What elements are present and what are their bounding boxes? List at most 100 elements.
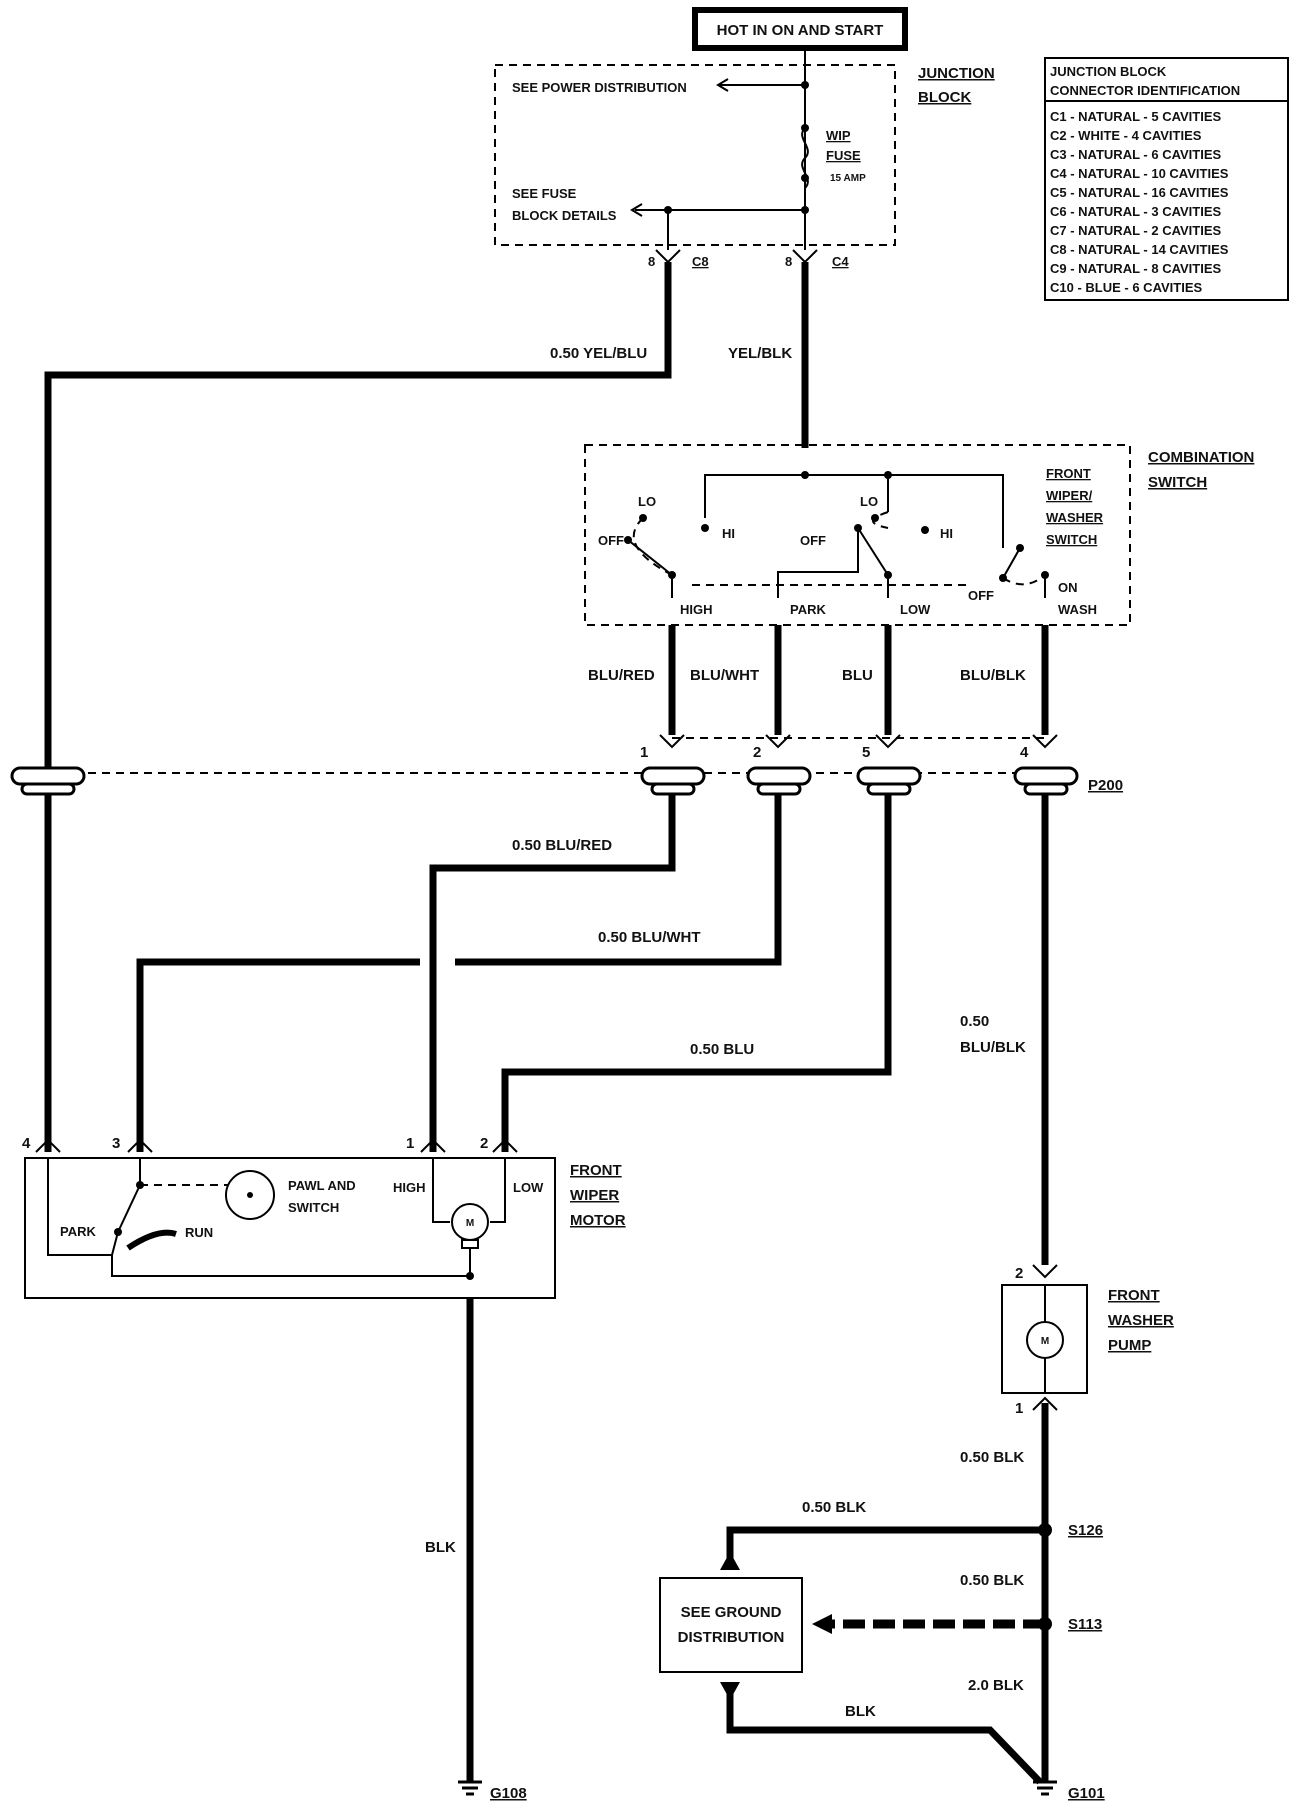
- pawl-label-2: SWITCH: [288, 1200, 339, 1215]
- switch-out-high: HIGH: [680, 602, 713, 617]
- wire-yel-blu-label: 0.50 YEL/BLU: [550, 345, 647, 362]
- table-title-2: CONNECTOR IDENTIFICATION: [1050, 83, 1240, 98]
- wiper-motor-m: M: [466, 1218, 474, 1229]
- g101-ground-icon: [1033, 1780, 1057, 1796]
- motor-pin-3: 3: [112, 1135, 120, 1152]
- run-contact: [126, 1229, 177, 1251]
- wire-ground-blk-label: BLK: [845, 1703, 876, 1720]
- p200-pin-2: 2: [753, 744, 761, 761]
- washer-on: ON: [1058, 580, 1078, 595]
- table-row: C4 - NATURAL - 10 CAVITIES: [1050, 166, 1229, 181]
- motor-low-label: LOW: [513, 1180, 544, 1195]
- wire-blu-label: BLU: [842, 667, 873, 684]
- run-label: RUN: [185, 1225, 213, 1240]
- wire-050-blu-red-label: 0.50 BLU/RED: [512, 837, 612, 854]
- switch1-hi: HI: [722, 526, 735, 541]
- wire-050-blu-red: [429, 795, 676, 1152]
- p200-label: P200: [1088, 777, 1123, 794]
- wire-s126-blk-label: 0.50 BLK: [802, 1499, 866, 1516]
- fuse-rating: 15 AMP: [830, 173, 866, 184]
- wire-050-blu-blk-label-2: BLU/BLK: [960, 1039, 1026, 1056]
- wire-050-blu: [501, 795, 892, 1152]
- switch-sub-3: WASHER: [1046, 510, 1104, 525]
- motor-ground: BLK G108: [425, 1298, 527, 1802]
- table-row: C5 - NATURAL - 16 CAVITIES: [1050, 185, 1229, 200]
- g108-label: G108: [490, 1785, 527, 1802]
- table-title-1: JUNCTION BLOCK: [1050, 64, 1167, 79]
- combination-switch-title-2: SWITCH: [1148, 474, 1207, 491]
- c4-connector: C4: [832, 254, 849, 269]
- p200-pin-1: 1: [640, 744, 648, 761]
- motor-pin-4: 4: [22, 1135, 31, 1152]
- switch1-off: OFF: [598, 533, 624, 548]
- fuse-name-2: FUSE: [826, 148, 861, 163]
- park-label: PARK: [60, 1224, 96, 1239]
- switch1-lo: LO: [638, 494, 656, 509]
- arrow-left-icon: [812, 1614, 832, 1634]
- switch-output-wires: BLU/RED BLU/WHT BLU BLU/BLK: [588, 625, 1058, 749]
- junction-block-title-1: JUNCTION: [918, 65, 995, 82]
- pump-pin-1: 1: [1015, 1400, 1023, 1417]
- s126-label: S126: [1068, 1522, 1103, 1539]
- wire-blu-red-label: BLU/RED: [588, 667, 655, 684]
- c4-pin: 8: [785, 254, 792, 269]
- see-power-distribution: SEE POWER DISTRIBUTION: [512, 80, 687, 95]
- wire-050-blu-wht: [455, 795, 782, 966]
- table-row: C7 - NATURAL - 2 CAVITIES: [1050, 223, 1222, 238]
- p200-connector: 1 2 5 4 P200: [10, 737, 1123, 796]
- switch2-off: OFF: [800, 533, 826, 548]
- table-row: C3 - NATURAL - 6 CAVITIES: [1050, 147, 1222, 162]
- motor-high-label: HIGH: [393, 1180, 426, 1195]
- g108-ground-icon: [458, 1780, 482, 1796]
- switch-out-park: PARK: [790, 602, 826, 617]
- motor-title-3: MOTOR: [570, 1212, 626, 1229]
- pawl-label-1: PAWL AND: [288, 1178, 356, 1193]
- wire-050-blu-label: 0.50 BLU: [690, 1041, 754, 1058]
- combination-switch: COMBINATION SWITCH FRONT WIPER/ WASHER S…: [584, 444, 1254, 626]
- see-fuse-line-2: BLOCK DETAILS: [512, 208, 617, 223]
- motor-wires: 0.50 BLU/RED 0.50 BLU/WHT 0.50 BLU 0.50 …: [35, 795, 1049, 1265]
- washer-pump-m: M: [1041, 1336, 1049, 1347]
- switch-sub-1: FRONT: [1046, 466, 1091, 481]
- wire-20-blk-label: 2.0 BLK: [968, 1677, 1024, 1694]
- fuse-name-1: WIP: [826, 128, 851, 143]
- pump-title-2: WASHER: [1108, 1312, 1174, 1329]
- motor-pin-1: 1: [406, 1135, 414, 1152]
- power-header-label: HOT IN ON AND START: [717, 22, 884, 39]
- pump-ground-circuit: SEE GROUND DISTRIBUTION 0.50 BLK 0.50 BL…: [659, 1403, 1105, 1802]
- switch2-hi: HI: [940, 526, 953, 541]
- wire-blu-blk-label: BLU/BLK: [960, 667, 1026, 684]
- pump-title-3: PUMP: [1108, 1337, 1151, 1354]
- see-ground-1: SEE GROUND: [681, 1604, 782, 1621]
- see-ground-2: DISTRIBUTION: [678, 1629, 785, 1646]
- washer-off: OFF: [968, 588, 994, 603]
- p200-pin-4: 4: [1020, 744, 1029, 761]
- combination-switch-title-1: COMBINATION: [1148, 449, 1254, 466]
- washer-wash: WASH: [1058, 602, 1097, 617]
- front-washer-pump: 2 M FRONT WASHER PUMP 1: [1001, 1264, 1174, 1417]
- c8-connector: C8: [692, 254, 709, 269]
- wire-yel-blu: [44, 262, 672, 770]
- table-row: C9 - NATURAL - 8 CAVITIES: [1050, 261, 1222, 276]
- table-row: C8 - NATURAL - 14 CAVITIES: [1050, 242, 1229, 257]
- see-ground-box: [659, 1577, 803, 1673]
- wire-pump-blk-label: 0.50 BLK: [960, 1449, 1024, 1466]
- see-fuse-line-1: SEE FUSE: [512, 186, 577, 201]
- motor-pin-2: 2: [480, 1135, 488, 1152]
- table-row: C1 - NATURAL - 5 CAVITIES: [1050, 109, 1222, 124]
- arrow-down-icon: [720, 1682, 740, 1700]
- wire-blk-motor-label: BLK: [425, 1539, 456, 1556]
- wire-050-blu-blk-label-1: 0.50: [960, 1013, 989, 1030]
- junction-block: SEE POWER DISTRIBUTION SEE FUSE BLOCK DE…: [494, 48, 995, 269]
- front-wiper-motor: 4 3 1 2 FRONT WIPER MOTOR PAWL AND SWITC…: [22, 1135, 626, 1299]
- switch-sub-2: WIPER/: [1046, 488, 1093, 503]
- connector-id-table: JUNCTION BLOCK CONNECTOR IDENTIFICATION …: [1044, 57, 1289, 301]
- junction-block-title-2: BLOCK: [918, 89, 971, 106]
- wire-blu-wht-label: BLU/WHT: [690, 667, 759, 684]
- table-row: C10 - BLUE - 6 CAVITIES: [1050, 280, 1203, 295]
- wire-050-blu-wht-label: 0.50 BLU/WHT: [598, 929, 701, 946]
- p200-pin-5: 5: [862, 744, 870, 761]
- table-row: C2 - WHITE - 4 CAVITIES: [1050, 128, 1202, 143]
- switch2-lo: LO: [860, 494, 878, 509]
